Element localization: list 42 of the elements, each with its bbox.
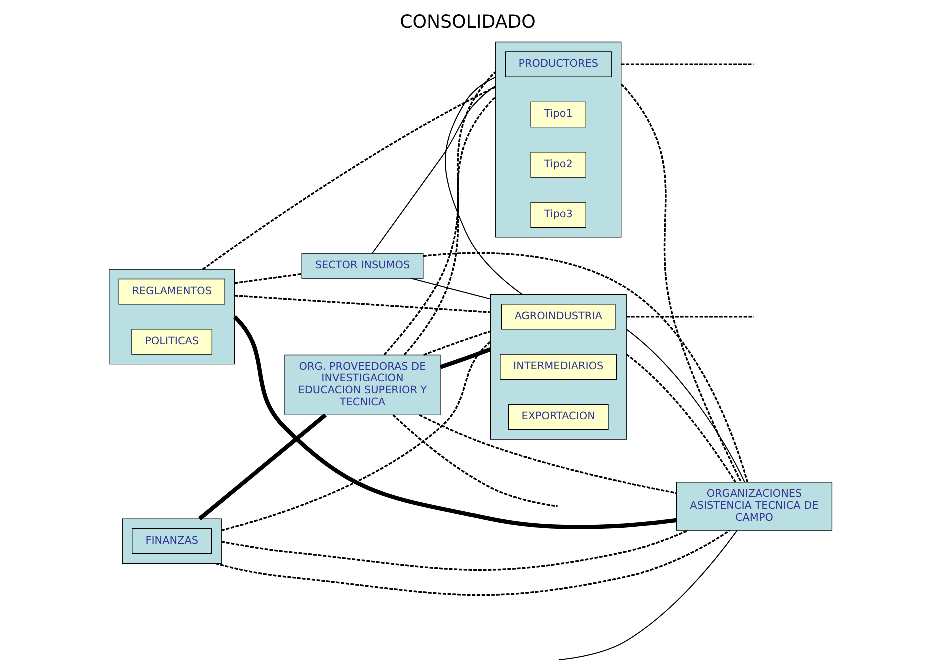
connector (558, 530, 738, 660)
connector (444, 76, 522, 296)
connector (423, 330, 490, 356)
node-box: ORGANIZACIONES ASISTENCIA TECNICA DE CAMPO (676, 482, 832, 531)
node-box: POLITICAS (131, 329, 212, 355)
connector (620, 84, 742, 483)
connector (202, 86, 496, 270)
connector (234, 294, 490, 314)
connector (403, 96, 496, 356)
connector (626, 329, 745, 483)
node-box: REGLAMENTOS (118, 278, 225, 305)
connector (220, 341, 491, 532)
connector (418, 414, 676, 494)
cluster (122, 518, 222, 564)
connector (234, 273, 302, 284)
cluster (108, 269, 235, 365)
cluster (495, 42, 622, 238)
connector (372, 86, 496, 254)
node-box: ORG. PROVEEDORAS DE INVESTIGACION EDUCACION SUPERIOR Y TECNICA (284, 354, 440, 416)
connector (220, 530, 688, 571)
connector (626, 354, 736, 483)
connector (410, 278, 490, 300)
node-box: INTERMEDIARIOS (500, 354, 617, 380)
diagram-title: CONSOLIDADO (400, 12, 536, 34)
node-box: EXPORTACION (508, 404, 608, 430)
connector (383, 71, 496, 356)
node-box: Tipo3 (530, 202, 586, 228)
cluster (490, 294, 626, 440)
connector (422, 252, 748, 483)
node-box: Tipo1 (530, 102, 586, 128)
connector (392, 414, 558, 508)
connector (215, 530, 730, 596)
connector (439, 348, 491, 370)
node-box: Tipo2 (530, 152, 586, 178)
node-box: PRODUCTORES (504, 52, 612, 78)
node-box: FINANZAS (132, 528, 212, 554)
connector (626, 316, 754, 318)
connector (232, 316, 676, 530)
node-box: SECTOR INSUMOS (301, 253, 424, 279)
node-box: AGROINDUSTRIA (500, 304, 616, 330)
connector (620, 64, 754, 66)
connector (198, 414, 326, 521)
